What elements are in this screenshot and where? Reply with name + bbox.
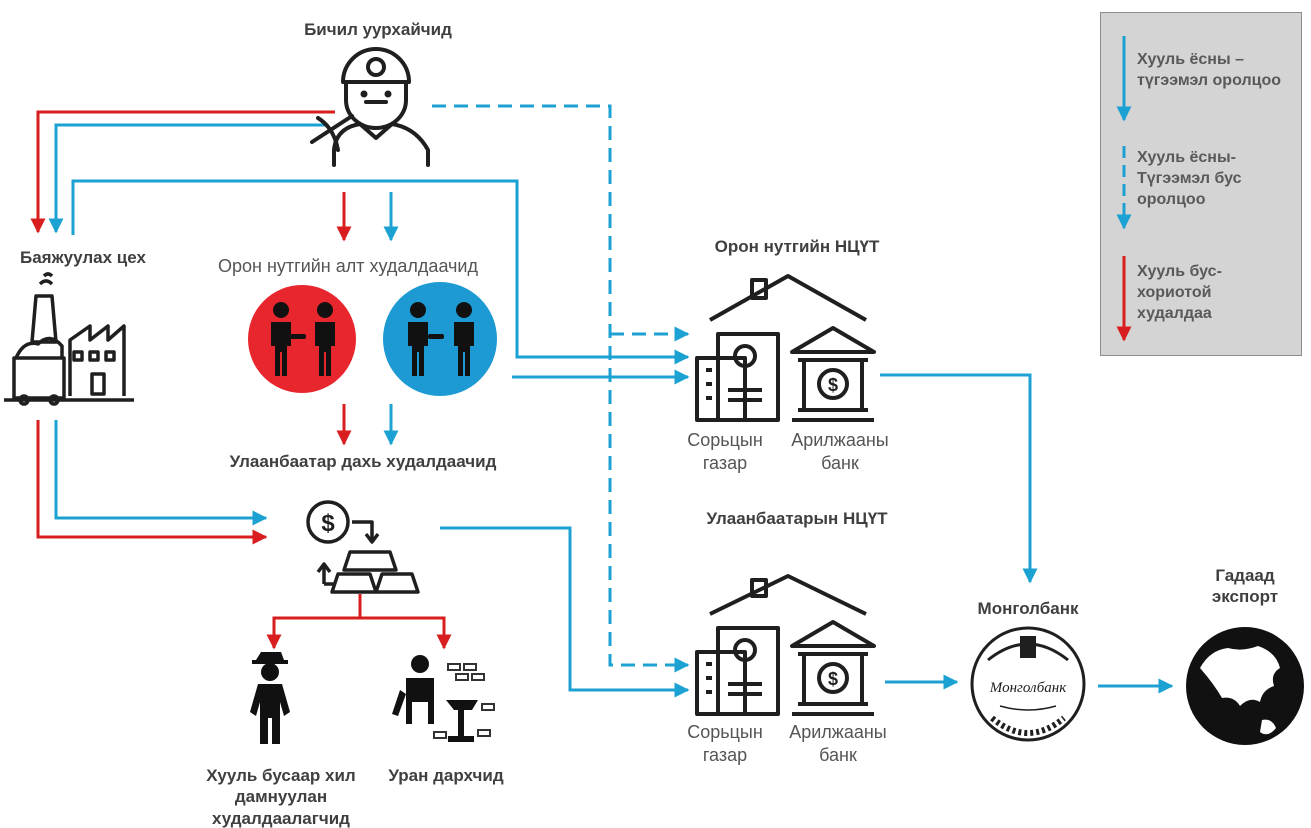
mongolbank-emblem-icon: Монголбанк — [970, 626, 1086, 742]
miner-icon — [310, 47, 430, 167]
arrow-plant-local-branch — [71, 179, 690, 365]
label-assay-office-2: Сорьцын газар — [687, 722, 763, 765]
factory-icon — [4, 272, 134, 406]
svg-text:$: $ — [321, 510, 335, 537]
arrow-exchange-ub-branch — [440, 526, 690, 698]
label-commercial-bank-2: Арилжааны банк — [789, 722, 887, 765]
bank-building-icon — [790, 326, 876, 422]
house-roof-icon — [709, 274, 867, 322]
traders-red-icon — [248, 285, 356, 393]
globe-icon — [1186, 627, 1304, 745]
arrow-plant-exchange-illegal — [36, 420, 268, 545]
label-jewelers: Уран дархчид — [388, 766, 504, 785]
assay-building-icon — [695, 332, 780, 422]
label-ub-branch-title: Улаанбаатарын НЦҮТ — [706, 509, 888, 528]
arrow-exchange-smugglers — [266, 594, 362, 650]
svg-text:$: $ — [828, 375, 838, 395]
legend-legal-formal: Хууль ёсны – түгээмэл оролцоо — [1137, 51, 1281, 89]
arrow-miners-plant-illegal — [30, 110, 335, 234]
label-processing-plant: Баяжуулах цех — [20, 248, 146, 267]
label-small-miners: Бичил уурхайчид — [304, 20, 452, 39]
gold-exchange-icon: $ — [306, 500, 420, 594]
label-smugglers: Хууль бусаар хил дамнуулан худалдаалагчи… — [206, 766, 356, 828]
label-mongolbank: Монголбанк — [977, 599, 1079, 618]
smuggler-icon — [250, 652, 290, 744]
label-local-branch-title: Орон нутгийн НЦҮТ — [714, 237, 880, 256]
legend-illegal: Хууль бус- хориотой худалдаа — [1137, 263, 1222, 322]
house-roof-icon-2 — [709, 574, 867, 616]
arrow-plant-exchange-legal — [54, 420, 268, 526]
assay-building-icon-2 — [695, 626, 780, 716]
legend-legal-informal: Хууль ёсны- Түгээмэл бус оролцоо — [1137, 149, 1242, 208]
label-commercial-bank-1: Арилжааны банк — [791, 430, 889, 473]
local-branch-icons: $ — [695, 274, 876, 422]
label-export: Гадаад экспорт — [1211, 566, 1279, 607]
mongolbank-logo-text: Монголбанк — [989, 680, 1067, 696]
arrow-miners-branches-dashed — [432, 104, 690, 673]
arrow-local-branch-mongolbank — [880, 373, 1038, 584]
bank-building-icon-2 — [790, 620, 876, 716]
label-ub-traders: Улаанбаатар дахь худалдаачид — [229, 452, 497, 471]
traders-blue-icon — [383, 282, 497, 396]
arrow-exchange-jewelers — [360, 616, 452, 650]
label-assay-office-1: Сорьцын газар — [687, 430, 763, 473]
arrow-miners-plant-legal — [48, 123, 325, 234]
label-local-traders: Орон нутгийн алт худалдаачид — [217, 256, 478, 276]
ub-branch-icons: $ — [695, 574, 876, 716]
legend-box — [1100, 12, 1302, 356]
blacksmith-icon — [392, 655, 495, 742]
svg-text:$: $ — [828, 669, 838, 689]
